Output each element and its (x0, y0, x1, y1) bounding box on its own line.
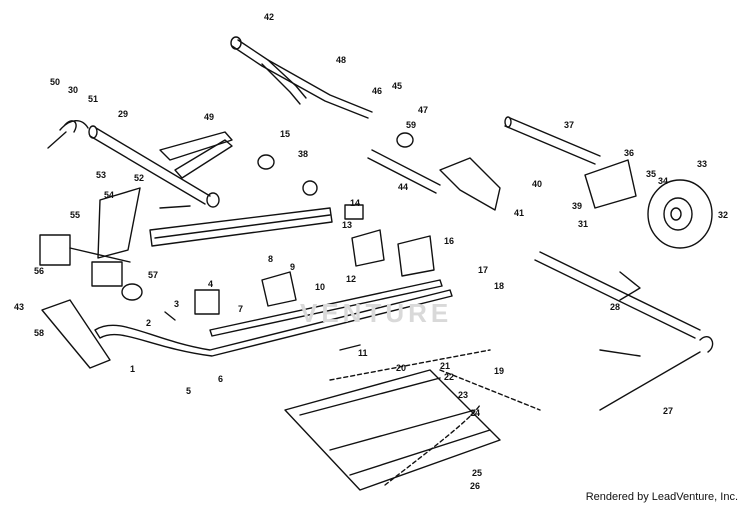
callout-40: 40 (532, 179, 542, 189)
callout-27: 27 (663, 406, 673, 416)
rear-shaft-29 (534, 251, 701, 339)
callout-32: 32 (718, 210, 728, 220)
callout-41: 41 (514, 208, 524, 218)
callout-30: 30 (68, 85, 78, 95)
block-56 (39, 234, 71, 266)
callout-12: 12 (346, 274, 356, 284)
callout-24: 24 (470, 408, 480, 418)
front-shaft (89, 127, 211, 205)
callout-19: 19 (494, 366, 504, 376)
callout-57: 57 (148, 270, 158, 280)
callout-18: 18 (494, 281, 504, 291)
callout-37: 37 (564, 120, 574, 130)
callout-39: 39 (572, 201, 582, 211)
callout-50: 50 (50, 77, 60, 87)
callout-25: 25 (472, 468, 482, 478)
callout-51: 51 (88, 94, 98, 104)
upper-shaft (237, 39, 373, 113)
watermark: VENTURE (300, 298, 453, 328)
callout-10: 10 (315, 282, 325, 292)
block-4 (194, 289, 220, 315)
callout-42: 42 (264, 12, 274, 22)
render-credit: Rendered by LeadVenture, Inc. (585, 491, 738, 503)
callout-4: 4 (208, 279, 213, 289)
bracket-36 (584, 159, 637, 209)
callout-49: 49 (204, 112, 214, 122)
callout-7: 7 (238, 304, 243, 314)
callout-17: 17 (478, 265, 488, 275)
callout-2: 2 (146, 318, 151, 328)
callout-34: 34 (658, 176, 668, 186)
slide-rail-13 (149, 207, 333, 247)
callout-13: 13 (342, 220, 352, 230)
callout-11: 11 (358, 348, 368, 358)
callout-54: 54 (104, 190, 114, 200)
spring-left (59, 120, 89, 133)
arm-49 (159, 131, 233, 161)
callout-6: 6 (218, 374, 223, 384)
callout-28: 28 (610, 302, 620, 312)
callout-23: 23 (458, 390, 468, 400)
callout-46: 46 (372, 86, 382, 96)
callout-48: 48 (336, 55, 346, 65)
callout-1: 1 (130, 364, 135, 374)
callout-47: 47 (418, 105, 428, 115)
block-14 (344, 204, 364, 220)
callout-9: 9 (290, 262, 295, 272)
bracket-42 (439, 157, 501, 211)
callout-56: 56 (34, 266, 44, 276)
callout-59: 59 (406, 120, 416, 130)
idler-wheel-33 (647, 179, 713, 249)
callout-52: 52 (134, 173, 144, 183)
bracket-52 (97, 187, 141, 259)
callout-15: 15 (280, 129, 290, 139)
callout-38: 38 (298, 149, 308, 159)
callout-35: 35 (646, 169, 656, 179)
strip-58 (41, 299, 111, 369)
knob-57 (121, 283, 143, 301)
callout-29: 29 (118, 109, 128, 119)
callout-45: 45 (392, 81, 402, 91)
callout-8: 8 (268, 254, 273, 264)
runner-1 (94, 289, 453, 357)
callout-31: 31 (578, 219, 588, 229)
callout-22: 22 (444, 372, 454, 382)
callout-3: 3 (174, 299, 179, 309)
callout-44: 44 (398, 182, 408, 192)
callout-26: 26 (470, 481, 480, 491)
callout-55: 55 (70, 210, 80, 220)
callout-58: 58 (34, 328, 44, 338)
callout-5: 5 (186, 386, 191, 396)
track-plate-24 (284, 369, 501, 491)
callout-33: 33 (697, 159, 707, 169)
callout-16: 16 (444, 236, 454, 246)
callout-21: 21 (440, 361, 450, 371)
spring-27 (599, 335, 714, 411)
callout-53: 53 (96, 170, 106, 180)
callout-43: 43 (14, 302, 24, 312)
callout-20: 20 (396, 363, 406, 373)
callout-36: 36 (624, 148, 634, 158)
callout-14: 14 (350, 198, 360, 208)
rear-shaft-37 (504, 117, 601, 165)
